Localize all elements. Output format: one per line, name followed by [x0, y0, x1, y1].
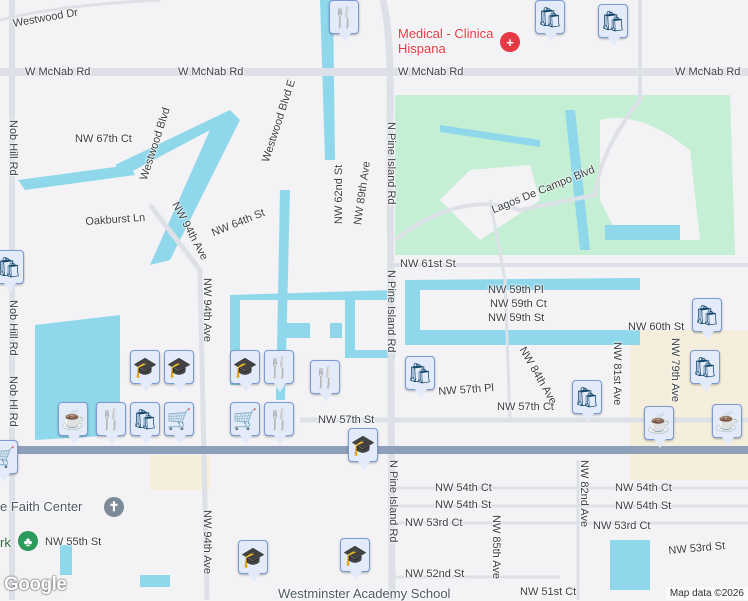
label-nw-94th-ave-2: NW 94th Ave	[201, 278, 213, 342]
label-nw-94th-ave-3: NW 94th Ave	[201, 510, 213, 574]
label-nw-61st-st: NW 61st St	[400, 258, 456, 270]
education-icon: 🎓	[240, 546, 266, 569]
poi-medical[interactable]: Medical - Clinica Hispana	[398, 26, 494, 56]
shopping-marker[interactable]: 🛍	[692, 298, 722, 340]
education-icon: 🎓	[232, 356, 258, 379]
label-nw-53rd-ct-2: NW 53rd Ct	[593, 520, 651, 532]
map-attribution[interactable]: Map data ©2026	[665, 587, 748, 600]
restaurant-icon: 🍴	[312, 366, 338, 389]
poi-school[interactable]: Westminster Academy School	[278, 586, 451, 601]
education-marker[interactable]: 🎓	[238, 540, 268, 582]
education-icon: 🎓	[132, 356, 158, 379]
commercial-area	[150, 455, 210, 490]
coffee-icon: ☕	[646, 412, 672, 435]
shopping-marker[interactable]: 🛍	[0, 250, 24, 292]
grocery-icon: 🛒	[232, 408, 258, 431]
shopping-icon: 🛍	[537, 6, 563, 29]
hospital-icon[interactable]: +	[500, 32, 520, 52]
label-pine-island-3: N Pine Island Rd	[387, 460, 399, 543]
poi-faith-center[interactable]: e Faith Center	[0, 499, 83, 514]
shopping-marker[interactable]: 🛍	[598, 4, 628, 46]
label-nw-85th-ave: NW 85th Ave	[490, 515, 502, 579]
water	[18, 0, 680, 590]
restaurant-icon: 🍴	[266, 408, 292, 431]
label-nw-62nd-st: NW 62nd St	[333, 164, 345, 224]
label-nw-59th-pl: NW 59th Pl	[488, 284, 544, 296]
label-nw-57th-st: NW 57th St	[318, 414, 375, 426]
shopping-icon: 🛍	[132, 408, 158, 431]
shopping-icon: 🛍	[574, 386, 600, 409]
church-icon[interactable]: ✝	[104, 497, 124, 517]
label-nw-54th-st-2: NW 54th St	[615, 500, 672, 512]
shopping-marker[interactable]: 🛍	[405, 356, 435, 398]
label-nw-55th-st: NW 55th St	[45, 536, 102, 548]
restaurant-icon: 🍴	[266, 356, 292, 379]
coffee-marker[interactable]: ☕	[58, 402, 88, 444]
shopping-marker[interactable]: 🛍	[690, 350, 720, 392]
shopping-marker[interactable]: 🛍	[535, 0, 565, 42]
label-nw-54th-st: NW 54th St	[435, 499, 492, 511]
label-mcnab-4: W McNab Rd	[675, 66, 741, 78]
education-icon: 🎓	[350, 434, 376, 457]
education-icon: 🎓	[342, 544, 368, 567]
shopping-marker[interactable]: 🛍	[130, 402, 160, 444]
poi-park[interactable]: rk	[0, 535, 11, 550]
grocery-marker[interactable]: 🛒	[230, 402, 260, 444]
label-nw-81st-ave: NW 81st Ave	[611, 342, 623, 406]
label-nw-54th-ct: NW 54th Ct	[435, 482, 492, 494]
grocery-marker[interactable]: 🛒	[164, 402, 194, 444]
restaurant-marker[interactable]: 🍴	[329, 0, 359, 42]
restaurant-marker[interactable]: 🍴	[310, 360, 340, 402]
grocery-icon: 🛒	[166, 408, 192, 431]
label-pine-island-1: N Pine Island Rd	[385, 122, 397, 205]
label-pine-island-2: N Pine Island Rd	[385, 270, 397, 353]
label-nw-79th-ave: NW 79th Ave	[669, 338, 681, 402]
shopping-icon: 🛍	[694, 304, 720, 327]
label-nob-hill: Nob Hill Rd	[7, 120, 19, 176]
restaurant-marker[interactable]: 🍴	[264, 350, 294, 392]
shopping-icon: 🛍	[600, 10, 626, 33]
education-marker[interactable]: 🎓	[230, 350, 260, 392]
label-mcnab-2: W McNab Rd	[178, 66, 244, 78]
shopping-marker[interactable]: 🛍	[572, 380, 602, 422]
label-nw-59th-st: NW 59th St	[488, 312, 545, 324]
label-nob-hill-3: Nob Hl Rd	[7, 376, 19, 427]
restaurant-marker[interactable]: 🍴	[96, 402, 126, 444]
label-mcnab-1: W McNab Rd	[25, 66, 91, 78]
restaurant-icon: 🍴	[331, 6, 357, 29]
restaurant-marker[interactable]: 🍴	[264, 402, 294, 444]
park-icon[interactable]: ♣	[18, 531, 38, 551]
shopping-icon: 🛍	[407, 362, 433, 385]
label-nob-hill-2: Nob Hill Rd	[7, 300, 19, 356]
shopping-icon: 🛍	[692, 356, 718, 379]
coffee-marker[interactable]: ☕	[712, 404, 742, 446]
coffee-icon: ☕	[714, 410, 740, 433]
label-nw-51st-ct: NW 51st Ct	[520, 586, 577, 598]
education-icon: 🎓	[166, 356, 192, 379]
label-nw-60th-st: NW 60th St	[628, 321, 685, 333]
grocery-marker[interactable]: 🛒	[0, 440, 18, 482]
grocery-icon: 🛒	[0, 446, 16, 469]
education-marker[interactable]: 🎓	[340, 538, 370, 580]
coffee-marker[interactable]: ☕	[644, 406, 674, 448]
education-marker[interactable]: 🎓	[130, 350, 160, 392]
label-mcnab-3: W McNab Rd	[398, 66, 464, 78]
education-marker[interactable]: 🎓	[348, 428, 378, 470]
label-nw-59th-ct: NW 59th Ct	[490, 298, 547, 310]
coffee-icon: ☕	[60, 408, 86, 431]
label-nw-54th-ct-2: NW 54th Ct	[615, 482, 672, 494]
education-marker[interactable]: 🎓	[164, 350, 194, 392]
shopping-icon: 🛍	[0, 256, 22, 279]
label-nw-53rd-ct: NW 53rd Ct	[405, 517, 463, 529]
label-nw-52nd-st: NW 52nd St	[405, 568, 465, 580]
label-nw-82nd-ave: NW 82nd Ave	[578, 460, 590, 528]
google-logo: Google	[4, 574, 67, 595]
restaurant-icon: 🍴	[98, 408, 124, 431]
label-nw-67th-ct: NW 67th Ct	[75, 133, 132, 145]
label-nw-57th-ct: NW 57th Ct	[497, 401, 554, 413]
